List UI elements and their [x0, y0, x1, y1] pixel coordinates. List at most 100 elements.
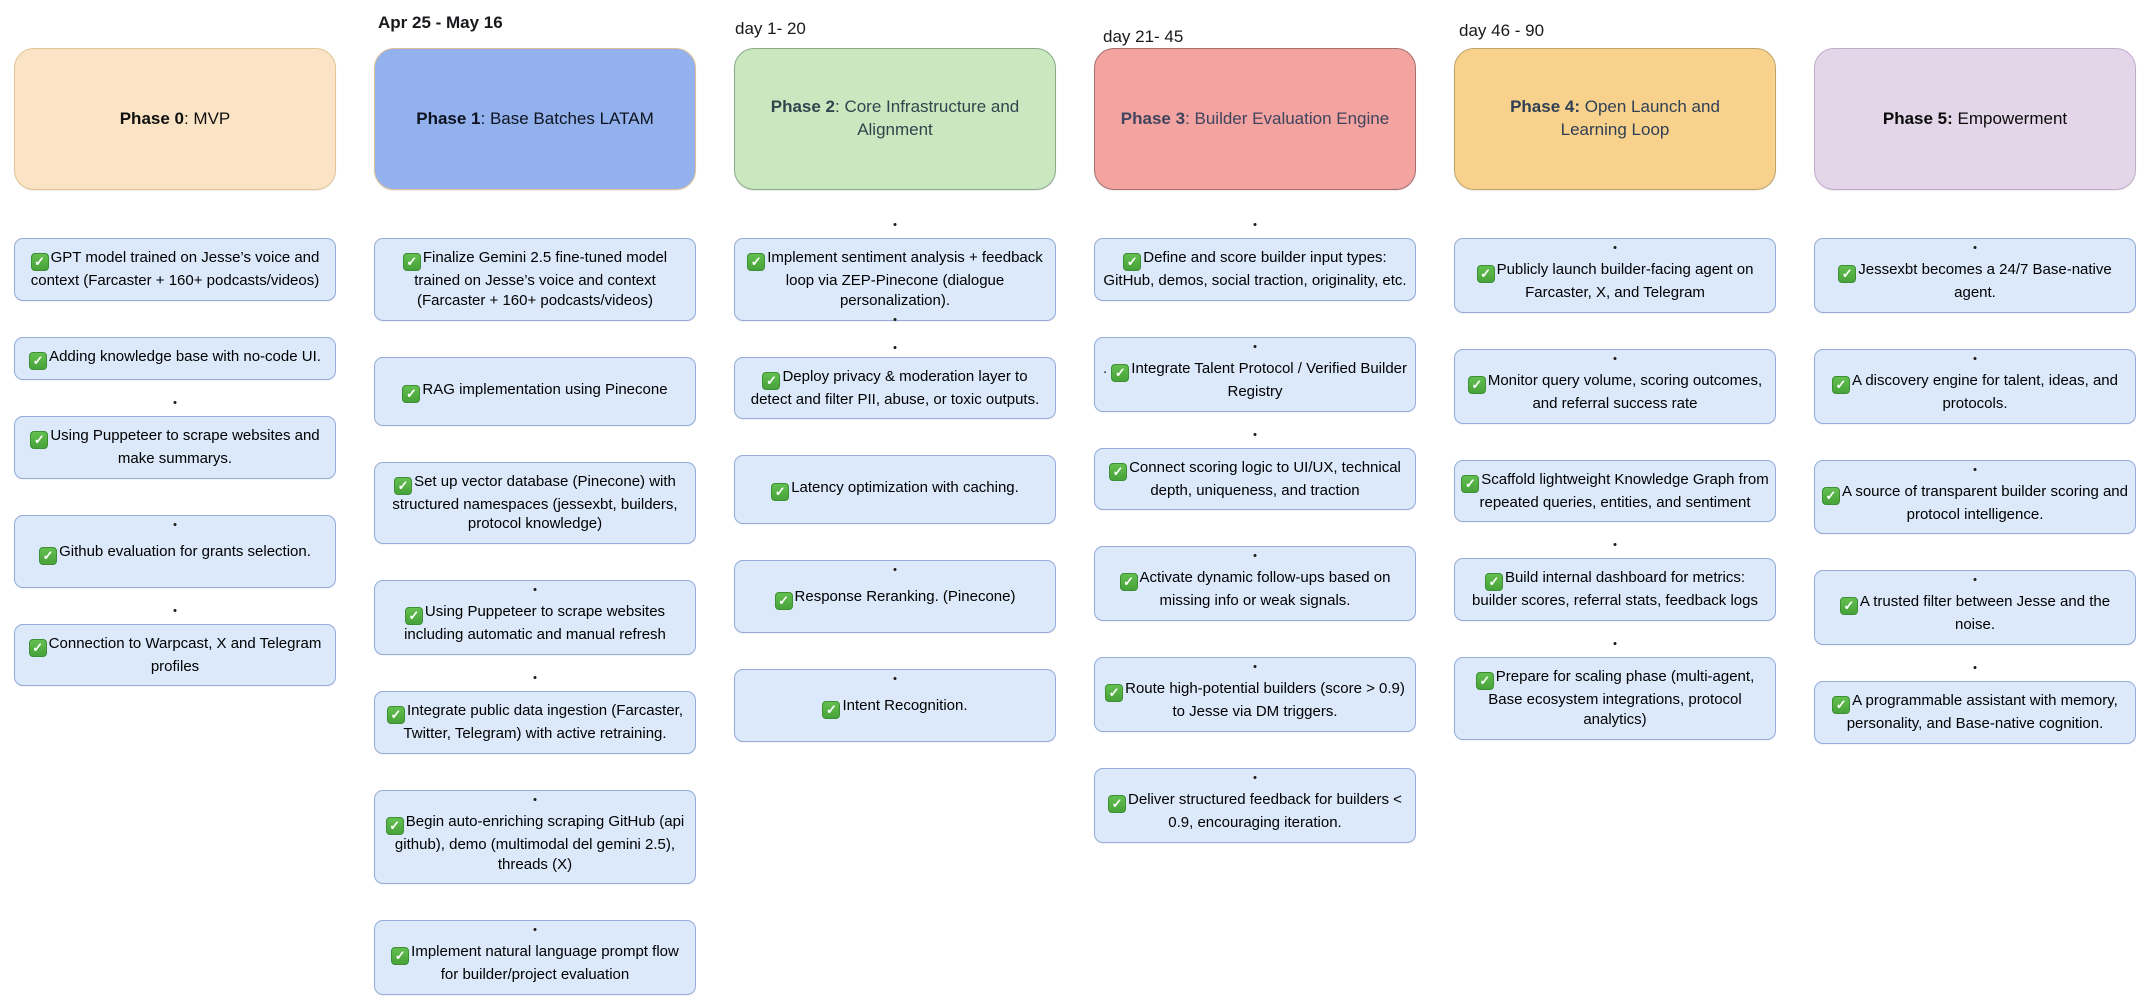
task-card: . Using Puppeteer to scrape websites inc… [374, 580, 696, 655]
task-card: . A trusted filter between Jesse and the… [1814, 570, 2136, 646]
phase-title: Phase 0: MVP [120, 108, 231, 131]
phase-title-bold: Phase 4: [1510, 97, 1581, 117]
task-text: Latency optimization with caching. [791, 479, 1019, 497]
phase-task-list: . GPT model trained on Jesse’s voice and… [14, 238, 336, 722]
check-icon [1461, 474, 1480, 493]
phase-title-rest: Empowerment [1952, 108, 2068, 128]
check-icon [39, 546, 58, 565]
task-text: Build internal dashboard for metrics: bu… [1472, 569, 1758, 610]
phase-header: Phase 1: Base Batches LATAM [374, 48, 696, 190]
phase-header: Phase 4: Open Launch and Learning Loop [1454, 48, 1776, 190]
task-card: . Deploy privacy & moderation layer to d… [734, 356, 1056, 420]
task-text: Publicly launch builder-facing agent on … [1496, 261, 1754, 301]
phase-title-rest: : MVP [183, 108, 231, 128]
phase-column: Phase 5: Empowerment . Jessexbt becomes … [1814, 48, 2136, 780]
check-icon [1119, 573, 1138, 592]
phase-title-rest: : Builder Evaluation Engine [1185, 108, 1390, 128]
task-text: Set up vector database (Pinecone) with s… [392, 472, 678, 533]
phase-task-list: . Publicly launch builder-facing agent o… [1454, 238, 1776, 776]
phase-column: Phase 4: Open Launch and Learning Loop .… [1454, 48, 1776, 776]
check-icon [1108, 794, 1127, 813]
phase-title: Phase 2: Core Infrastructure and Alignme… [755, 96, 1035, 142]
task-text: Route high-potential builders (score > 0… [1125, 680, 1405, 721]
timeline-label: day 46 - 90 [1459, 21, 1545, 40]
task-card: . Connect scoring logic to UI/UX, techni… [1094, 447, 1416, 511]
task-card: . Deliver structured feedback for builde… [1094, 767, 1416, 843]
task-text: GPT model trained on Jesse’s voice and c… [30, 249, 320, 289]
check-icon [1831, 375, 1850, 394]
task-text: Connect scoring logic to UI/UX, technica… [1129, 458, 1401, 499]
phase-title: Phase 5: Empowerment [1883, 108, 2067, 131]
task-text: RAG implementation using Pinecone [422, 380, 668, 398]
task-text: Begin auto-enriching scraping GitHub (ap… [394, 812, 685, 873]
task-text: Using Puppeteer to scrape websites inclu… [404, 603, 666, 644]
check-icon [1109, 462, 1128, 481]
task-text: Finalize Gemini 2.5 fine-tuned model tra… [414, 249, 668, 309]
check-icon [1476, 265, 1495, 283]
phase-title-rest: : Base Batches LATAM [480, 108, 654, 128]
check-icon [391, 947, 410, 966]
task-card: . Integrate Talent Protocol / Verified B… [1094, 336, 1416, 412]
check-icon [1105, 684, 1124, 703]
task-card: . Integrate public data ingestion (Farca… [374, 690, 696, 754]
task-card: . RAG implementation using Pinecone [374, 356, 696, 426]
task-text: Implement sentiment analysis + feedback … [767, 249, 1043, 309]
task-card: . Finalize Gemini 2.5 fine-tuned model t… [374, 238, 696, 321]
task-text: Intent Recognition. [842, 697, 968, 715]
task-text: A source of transparent builder scoring … [1841, 482, 2128, 523]
phase-title-rest: : Core Infrastructure and Alignment [835, 97, 1020, 139]
timeline-label: Apr 25 - May 16 [378, 13, 503, 32]
check-icon [28, 638, 47, 657]
task-text: Integrate public data ingestion (Farcast… [403, 701, 683, 742]
phase-title-bold: Phase 2 [770, 97, 835, 117]
phase-header: Phase 0: MVP [14, 48, 336, 190]
check-icon [1467, 375, 1486, 394]
task-text: Response Reranking. (Pinecone) [794, 588, 1016, 606]
task-text: A discovery engine for talent, ideas, an… [1851, 371, 2118, 412]
task-card: . Connection to Warpcast, X and Telegram… [14, 623, 336, 687]
phase-column: Phase 0: MVP . GPT model trained on Jess… [14, 48, 336, 722]
check-icon [747, 253, 766, 271]
check-icon [1111, 363, 1130, 382]
task-card: . Adding knowledge base with no-code UI. [14, 336, 336, 380]
task-card: . Scaffold lightweight Knowledge Graph f… [1454, 459, 1776, 523]
phase-title-rest: Open Launch and Learning Loop [1560, 97, 1720, 139]
check-icon [822, 701, 841, 720]
phase-header: Phase 3: Builder Evaluation Engine [1094, 48, 1416, 190]
task-card: . Activate dynamic follow-ups based on m… [1094, 546, 1416, 622]
check-icon [1821, 486, 1840, 505]
check-icon [402, 384, 421, 403]
task-card: . Monitor query volume, scoring outcomes… [1454, 348, 1776, 424]
phase-title: Phase 1: Base Batches LATAM [416, 108, 654, 131]
phase-task-list: . Finalize Gemini 2.5 fine-tuned model t… [374, 238, 696, 1006]
check-icon [762, 371, 781, 390]
check-icon [402, 253, 421, 271]
check-icon [387, 705, 405, 724]
phase-column: Phase 1: Base Batches LATAM . Finalize G… [374, 48, 696, 1006]
task-text: Using Puppeteer to scrape websites and m… [50, 426, 320, 467]
check-icon [30, 253, 49, 271]
leading-dot: . [1102, 359, 1112, 377]
task-text: Deploy privacy & moderation layer to det… [750, 367, 1040, 408]
task-text: Define and score builder input types: Gi… [1103, 249, 1407, 289]
task-text: Prepare for scaling phase (multi-agent, … [1488, 668, 1755, 728]
check-icon [1475, 672, 1494, 691]
check-icon [30, 430, 49, 449]
phase-title-bold: Phase 1 [416, 108, 481, 128]
task-card: . Intent Recognition. [734, 669, 1056, 743]
task-card: . Implement sentiment analysis + feedbac… [734, 238, 1056, 321]
phase-task-list: . Jessexbt becomes a 24/7 Base-native ag… [1814, 238, 2136, 780]
task-card: . Implement natural language prompt flow… [374, 920, 696, 996]
check-icon [1832, 696, 1851, 715]
task-text: Implement natural language prompt flow f… [411, 943, 679, 984]
task-text: Adding knowledge base with no-code UI. [49, 347, 321, 365]
task-card: . Github evaluation for grants selection… [14, 514, 336, 588]
phase-task-list: . Define and score builder input types: … [1094, 238, 1416, 879]
task-card: . Set up vector database (Pinecone) with… [374, 461, 696, 545]
task-text: Deliver structured feedback for builders… [1128, 790, 1402, 831]
task-card: . Build internal dashboard for metrics: … [1454, 558, 1776, 622]
task-card: . Response Reranking. (Pinecone) [734, 560, 1056, 634]
check-icon [1484, 573, 1503, 592]
phase-title: Phase 4: Open Launch and Learning Loop [1475, 96, 1755, 142]
